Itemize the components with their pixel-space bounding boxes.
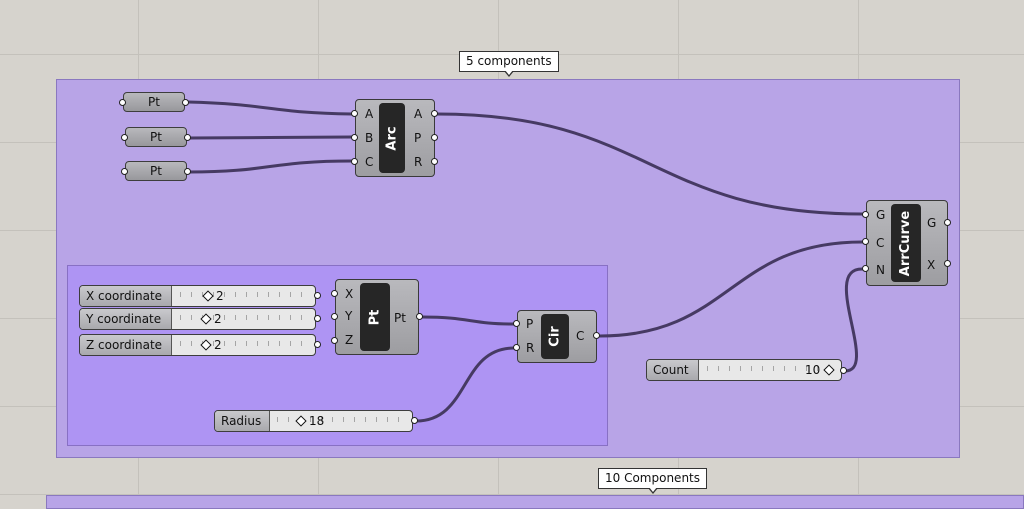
slider-name: Y coordinate bbox=[80, 309, 172, 329]
arc-output-a-port[interactable] bbox=[431, 110, 438, 117]
construct-point-component-core[interactable]: Pt bbox=[360, 283, 390, 351]
arrcurve-component[interactable]: ArrCurve G C N G X bbox=[866, 200, 948, 286]
arc-input-c-port[interactable] bbox=[351, 158, 358, 165]
wire-point-to-circle-p[interactable] bbox=[420, 315, 516, 326]
slider-value[interactable]: 2 bbox=[200, 335, 222, 355]
arrcurve-output-x-label: X bbox=[927, 258, 936, 272]
z-coordinate-slider[interactable]: Z coordinate 2 bbox=[79, 334, 316, 356]
circle-input-r-port[interactable] bbox=[513, 344, 520, 351]
arc-output-p-label: P bbox=[414, 131, 422, 145]
port-in[interactable] bbox=[119, 99, 126, 106]
slider-name: Count bbox=[647, 360, 699, 380]
arc-component[interactable]: Arc A B C A P R bbox=[355, 99, 435, 177]
arc-input-a-port[interactable] bbox=[351, 110, 358, 117]
circle-component[interactable]: Cir P R C bbox=[517, 310, 597, 363]
wire-pt1-to-arc-a[interactable] bbox=[186, 100, 354, 116]
point-param-3[interactable]: Pt bbox=[125, 161, 187, 181]
slider-output-port[interactable] bbox=[411, 417, 418, 424]
slider-name: Radius bbox=[215, 411, 270, 431]
slider-grip-icon[interactable] bbox=[200, 313, 212, 325]
circle-input-r-label: R bbox=[526, 341, 535, 355]
slider-output-port[interactable] bbox=[840, 367, 847, 374]
port-out[interactable] bbox=[182, 99, 189, 106]
arrcurve-input-g-label: G bbox=[876, 208, 886, 222]
arc-input-c-label: C bbox=[365, 155, 374, 169]
point-output-pt-label: Pt bbox=[394, 311, 406, 325]
slider-value[interactable]: 2 bbox=[202, 286, 224, 306]
slider-value[interactable]: 2 bbox=[200, 309, 222, 329]
x-coordinate-slider[interactable]: X coordinate 2 bbox=[79, 285, 316, 307]
arc-input-b-label: B bbox=[365, 131, 374, 145]
circle-output-c-label: C bbox=[576, 329, 585, 343]
point-param-label: Pt bbox=[150, 130, 162, 144]
port-out[interactable] bbox=[184, 134, 191, 141]
arc-input-b-port[interactable] bbox=[351, 134, 358, 141]
slider-grip-icon[interactable] bbox=[200, 339, 212, 351]
arrcurve-output-g-label: G bbox=[927, 216, 937, 230]
circle-input-p-label: P bbox=[526, 317, 534, 331]
point-param-2[interactable]: Pt bbox=[125, 127, 187, 147]
wire-radius-to-circle-r[interactable] bbox=[414, 346, 516, 423]
point-input-x-port[interactable] bbox=[331, 290, 338, 297]
arrcurve-output-g-port[interactable] bbox=[944, 219, 951, 226]
arrcurve-input-c-label: C bbox=[876, 236, 885, 250]
port-in[interactable] bbox=[121, 168, 128, 175]
radius-slider[interactable]: Radius 18 bbox=[214, 410, 413, 432]
slider-output-port[interactable] bbox=[314, 292, 321, 299]
slider-output-port[interactable] bbox=[314, 315, 321, 322]
arrcurve-input-n-label: N bbox=[876, 263, 885, 277]
point-input-y-label: Y bbox=[345, 309, 353, 323]
slider-track[interactable] bbox=[277, 417, 405, 422]
arrcurve-input-n-port[interactable] bbox=[862, 265, 869, 272]
arrcurve-output-x-port[interactable] bbox=[944, 260, 951, 267]
arrcurve-input-g-port[interactable] bbox=[862, 211, 869, 218]
point-param-1[interactable]: Pt bbox=[123, 92, 185, 112]
point-input-z-port[interactable] bbox=[331, 337, 338, 344]
circle-input-p-port[interactable] bbox=[513, 320, 520, 327]
slider-value[interactable]: 10 bbox=[805, 360, 837, 380]
y-coordinate-slider[interactable]: Y coordinate 2 bbox=[79, 308, 316, 330]
count-slider[interactable]: Count 10 bbox=[646, 359, 842, 381]
wire-circle-to-arrcurve-c[interactable] bbox=[598, 240, 864, 338]
slider-track[interactable] bbox=[180, 315, 308, 320]
arc-output-r-port[interactable] bbox=[431, 158, 438, 165]
group-label-five-components: 5 components bbox=[459, 51, 559, 77]
point-param-label: Pt bbox=[150, 164, 162, 178]
slider-track[interactable] bbox=[707, 366, 835, 371]
group-label-ten-components: 10 Components bbox=[598, 468, 708, 494]
slider-grip-icon[interactable] bbox=[202, 290, 214, 302]
slider-value[interactable]: 18 bbox=[295, 411, 324, 431]
point-output-pt-port[interactable] bbox=[416, 313, 423, 320]
circle-output-c-port[interactable] bbox=[593, 332, 600, 339]
arc-input-a-label: A bbox=[365, 107, 374, 121]
point-param-label: Pt bbox=[148, 95, 160, 109]
arrcurve-input-c-port[interactable] bbox=[862, 238, 869, 245]
slider-name: X coordinate bbox=[80, 286, 172, 306]
point-input-x-label: X bbox=[345, 287, 354, 301]
arc-output-a-label: A bbox=[414, 107, 423, 121]
point-input-y-port[interactable] bbox=[331, 313, 338, 320]
slider-grip-icon[interactable] bbox=[823, 364, 835, 376]
wire-count-to-arrcurve-n[interactable] bbox=[843, 267, 864, 373]
slider-output-port[interactable] bbox=[314, 341, 321, 348]
arc-component-core[interactable]: Arc bbox=[379, 103, 405, 173]
slider-name: Z coordinate bbox=[80, 335, 172, 355]
slider-grip-icon[interactable] bbox=[295, 415, 307, 427]
wire-pt2-to-arc-b[interactable] bbox=[187, 135, 354, 140]
slider-track[interactable] bbox=[180, 292, 308, 297]
arc-output-r-label: R bbox=[414, 155, 423, 169]
slider-track[interactable] bbox=[180, 341, 308, 346]
arrcurve-component-core[interactable]: ArrCurve bbox=[891, 204, 921, 282]
point-input-z-label: Z bbox=[345, 333, 354, 347]
wire-arc-to-arrcurve-g[interactable] bbox=[435, 112, 864, 216]
port-out[interactable] bbox=[184, 168, 191, 175]
wire-pt3-to-arc-c[interactable] bbox=[187, 159, 354, 174]
arc-output-p-port[interactable] bbox=[431, 134, 438, 141]
construct-point-component[interactable]: Pt X Y Z Pt bbox=[335, 279, 419, 355]
port-in[interactable] bbox=[121, 134, 128, 141]
circle-component-core[interactable]: Cir bbox=[541, 314, 569, 359]
